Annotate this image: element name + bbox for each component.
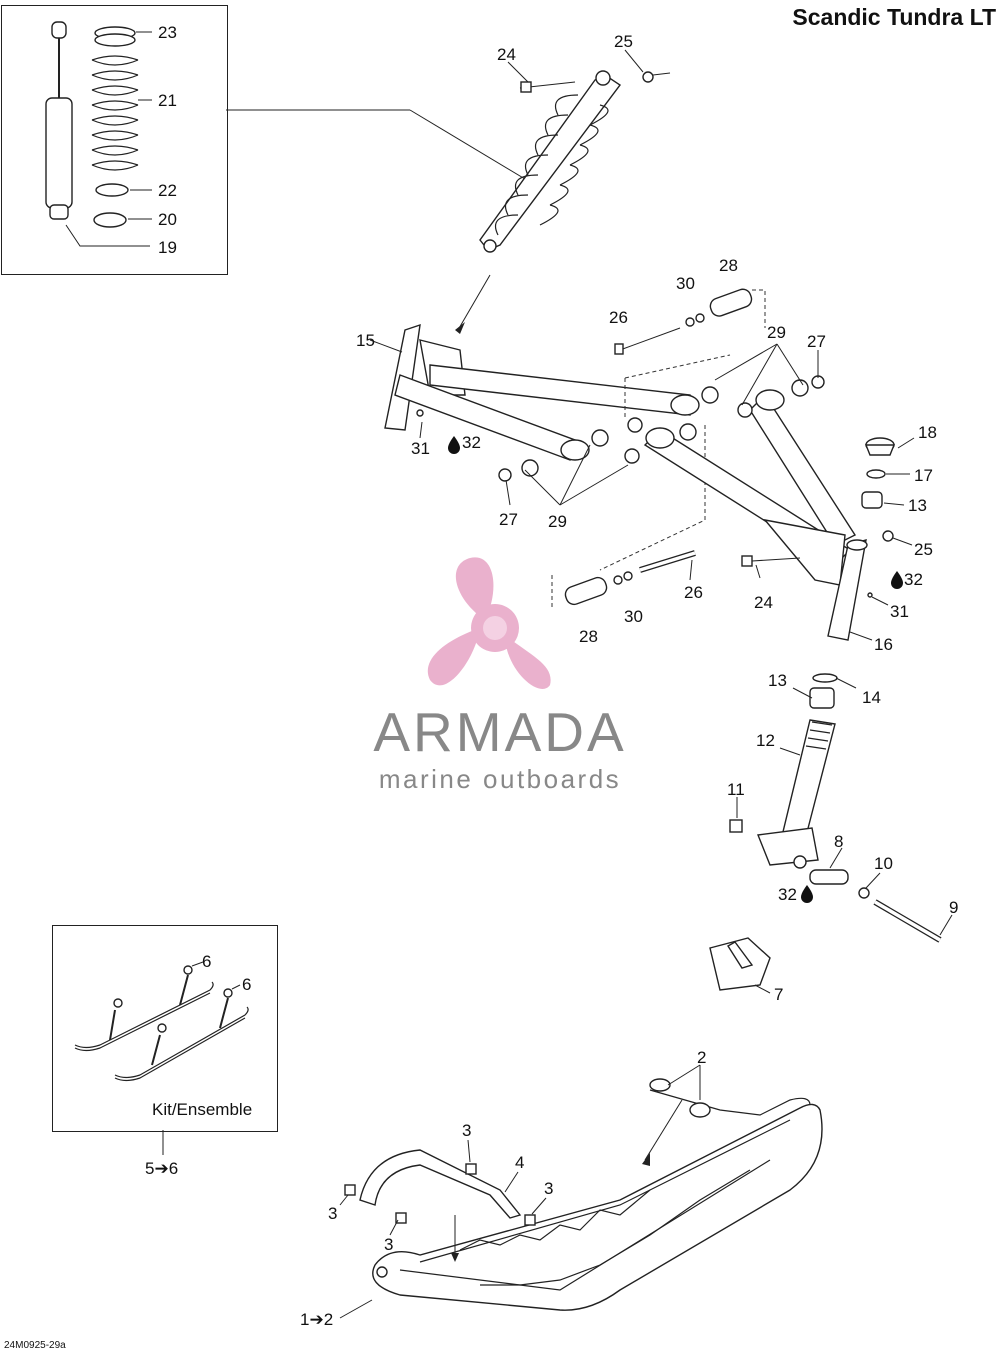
callout-24-shock: 24 bbox=[497, 45, 516, 64]
callout-3-left: 3 bbox=[328, 1204, 337, 1223]
callout-29-upper: 29 bbox=[767, 323, 786, 342]
watermark-brand-name: ARMADA bbox=[373, 701, 627, 763]
callout-17: 17 bbox=[914, 466, 933, 485]
spindle-housing bbox=[741, 437, 896, 641]
callout-1-to-2: 1➔2 bbox=[300, 1310, 333, 1329]
oil-drop-icon bbox=[448, 436, 460, 454]
callout-22: 22 bbox=[158, 181, 177, 200]
callout-26-lower: 26 bbox=[684, 583, 703, 602]
callout-31-right: 31 bbox=[890, 602, 909, 621]
callout-26-upper: 26 bbox=[609, 308, 628, 327]
callout-20: 20 bbox=[158, 210, 177, 229]
shock-inset-box bbox=[1, 5, 228, 275]
callout-32-right: 32 bbox=[904, 570, 923, 589]
callout-19: 19 bbox=[158, 238, 177, 257]
callout-14: 14 bbox=[862, 688, 881, 707]
callout-21: 21 bbox=[158, 91, 177, 110]
shock-absorber bbox=[479, 70, 622, 253]
oil-drop-icon bbox=[801, 885, 813, 903]
callout-28-upper: 28 bbox=[719, 256, 738, 275]
callout-9: 9 bbox=[949, 898, 958, 917]
callout-27-upper: 27 bbox=[807, 332, 826, 351]
callout-31-left: 31 bbox=[411, 439, 430, 458]
callout-3-right: 3 bbox=[544, 1179, 553, 1198]
callout-32-left: 32 bbox=[462, 433, 481, 452]
lower-a-arm bbox=[624, 375, 857, 586]
callout-25-shock: 25 bbox=[614, 32, 633, 51]
callout-2: 2 bbox=[697, 1048, 706, 1067]
oil-drop-icon bbox=[891, 571, 903, 589]
propeller-logo bbox=[427, 557, 551, 689]
callout-30-lower: 30 bbox=[624, 607, 643, 626]
callout-6-lower: 6 bbox=[242, 975, 251, 994]
callout-28-lower: 28 bbox=[579, 627, 598, 646]
page-title: Scandic Tundra LT bbox=[792, 4, 996, 30]
callout-27-lower: 27 bbox=[499, 510, 518, 529]
callout-8: 8 bbox=[834, 832, 843, 851]
callout-29-lower: 29 bbox=[548, 512, 567, 531]
callout-3-top: 3 bbox=[462, 1121, 471, 1140]
callout-3-bottom: 3 bbox=[384, 1235, 393, 1254]
callout-10: 10 bbox=[874, 854, 893, 873]
ski-runners bbox=[74, 965, 249, 1082]
callout-23: 23 bbox=[158, 23, 177, 42]
ski-spindle bbox=[729, 673, 942, 943]
ski-runner-kit-box bbox=[52, 925, 278, 1132]
callout-7: 7 bbox=[774, 985, 783, 1004]
watermark-brand-tagline: marine outboards bbox=[378, 764, 622, 794]
callout-12: 12 bbox=[756, 731, 775, 750]
callout-30-upper: 30 bbox=[676, 274, 695, 293]
callout-18: 18 bbox=[918, 423, 937, 442]
callout-11: 11 bbox=[727, 780, 745, 799]
callout-24-arm: 24 bbox=[754, 593, 773, 612]
document-code: 24M0925-29a bbox=[4, 1340, 66, 1351]
callout-6-upper: 6 bbox=[202, 952, 211, 971]
callout-13-lower: 13 bbox=[768, 671, 787, 690]
callout-16: 16 bbox=[874, 635, 893, 654]
ski-stopper bbox=[709, 937, 771, 991]
callout-5-to-6: 5➔6 bbox=[145, 1159, 178, 1178]
callout-4: 4 bbox=[515, 1153, 524, 1172]
callout-13-upper: 13 bbox=[908, 496, 927, 515]
shock-absorber-inset bbox=[45, 21, 152, 247]
callout-25-spindle: 25 bbox=[914, 540, 933, 559]
callout-15: 15 bbox=[356, 331, 375, 350]
ski bbox=[344, 1078, 823, 1311]
callout-32-spindle: 32 bbox=[778, 885, 797, 904]
kit-label: Kit/Ensemble bbox=[152, 1100, 253, 1119]
